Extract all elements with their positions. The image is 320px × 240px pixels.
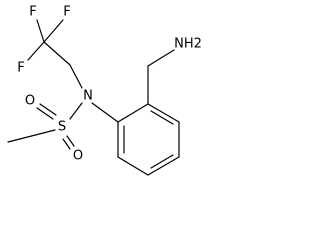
bond-s-o-bottom-a <box>62 138 71 150</box>
atom-s-sulfonyl: S <box>58 120 66 135</box>
atom-o-left: O <box>25 94 35 109</box>
bond-s-methyl <box>7 129 56 143</box>
bond-cf3-f-middle <box>27 41 45 61</box>
bond-s-o-bottom-b <box>66 135 75 147</box>
bond-cf3-f-top-left <box>36 19 45 43</box>
ring-bond-1 <box>117 103 149 123</box>
bond-ch2-nh2 <box>147 49 175 67</box>
bonds <box>7 19 180 176</box>
atom-n-center: N <box>83 89 93 104</box>
atom-f-middle: F <box>17 61 24 76</box>
atom-labels: F F F N S O O NH2 <box>17 5 202 164</box>
ring-inner-bond-1 <box>150 110 174 125</box>
ring-bond-4 <box>147 156 180 176</box>
bond-s-o-left-b <box>36 107 54 120</box>
atom-f-top-left: F <box>29 5 36 20</box>
bond-s-o-left-a <box>39 103 57 116</box>
bond-n-s <box>69 102 83 120</box>
atom-f-top-right: F <box>63 5 70 20</box>
bond-cf3-f-top-right <box>43 19 64 43</box>
ring-bond-2 <box>147 103 180 123</box>
bond-n-ring <box>91 102 119 123</box>
ring-inner-bond-2 <box>150 154 174 169</box>
bond-ch2-n <box>69 64 83 89</box>
chemical-structure-diagram: F F F N S O O NH2 <box>7 5 202 176</box>
atom-o-bottom: O <box>73 149 83 164</box>
ring-bond-5 <box>117 156 149 176</box>
atom-nh2: NH2 <box>174 37 202 52</box>
bond-cf3-ch2 <box>43 41 71 66</box>
